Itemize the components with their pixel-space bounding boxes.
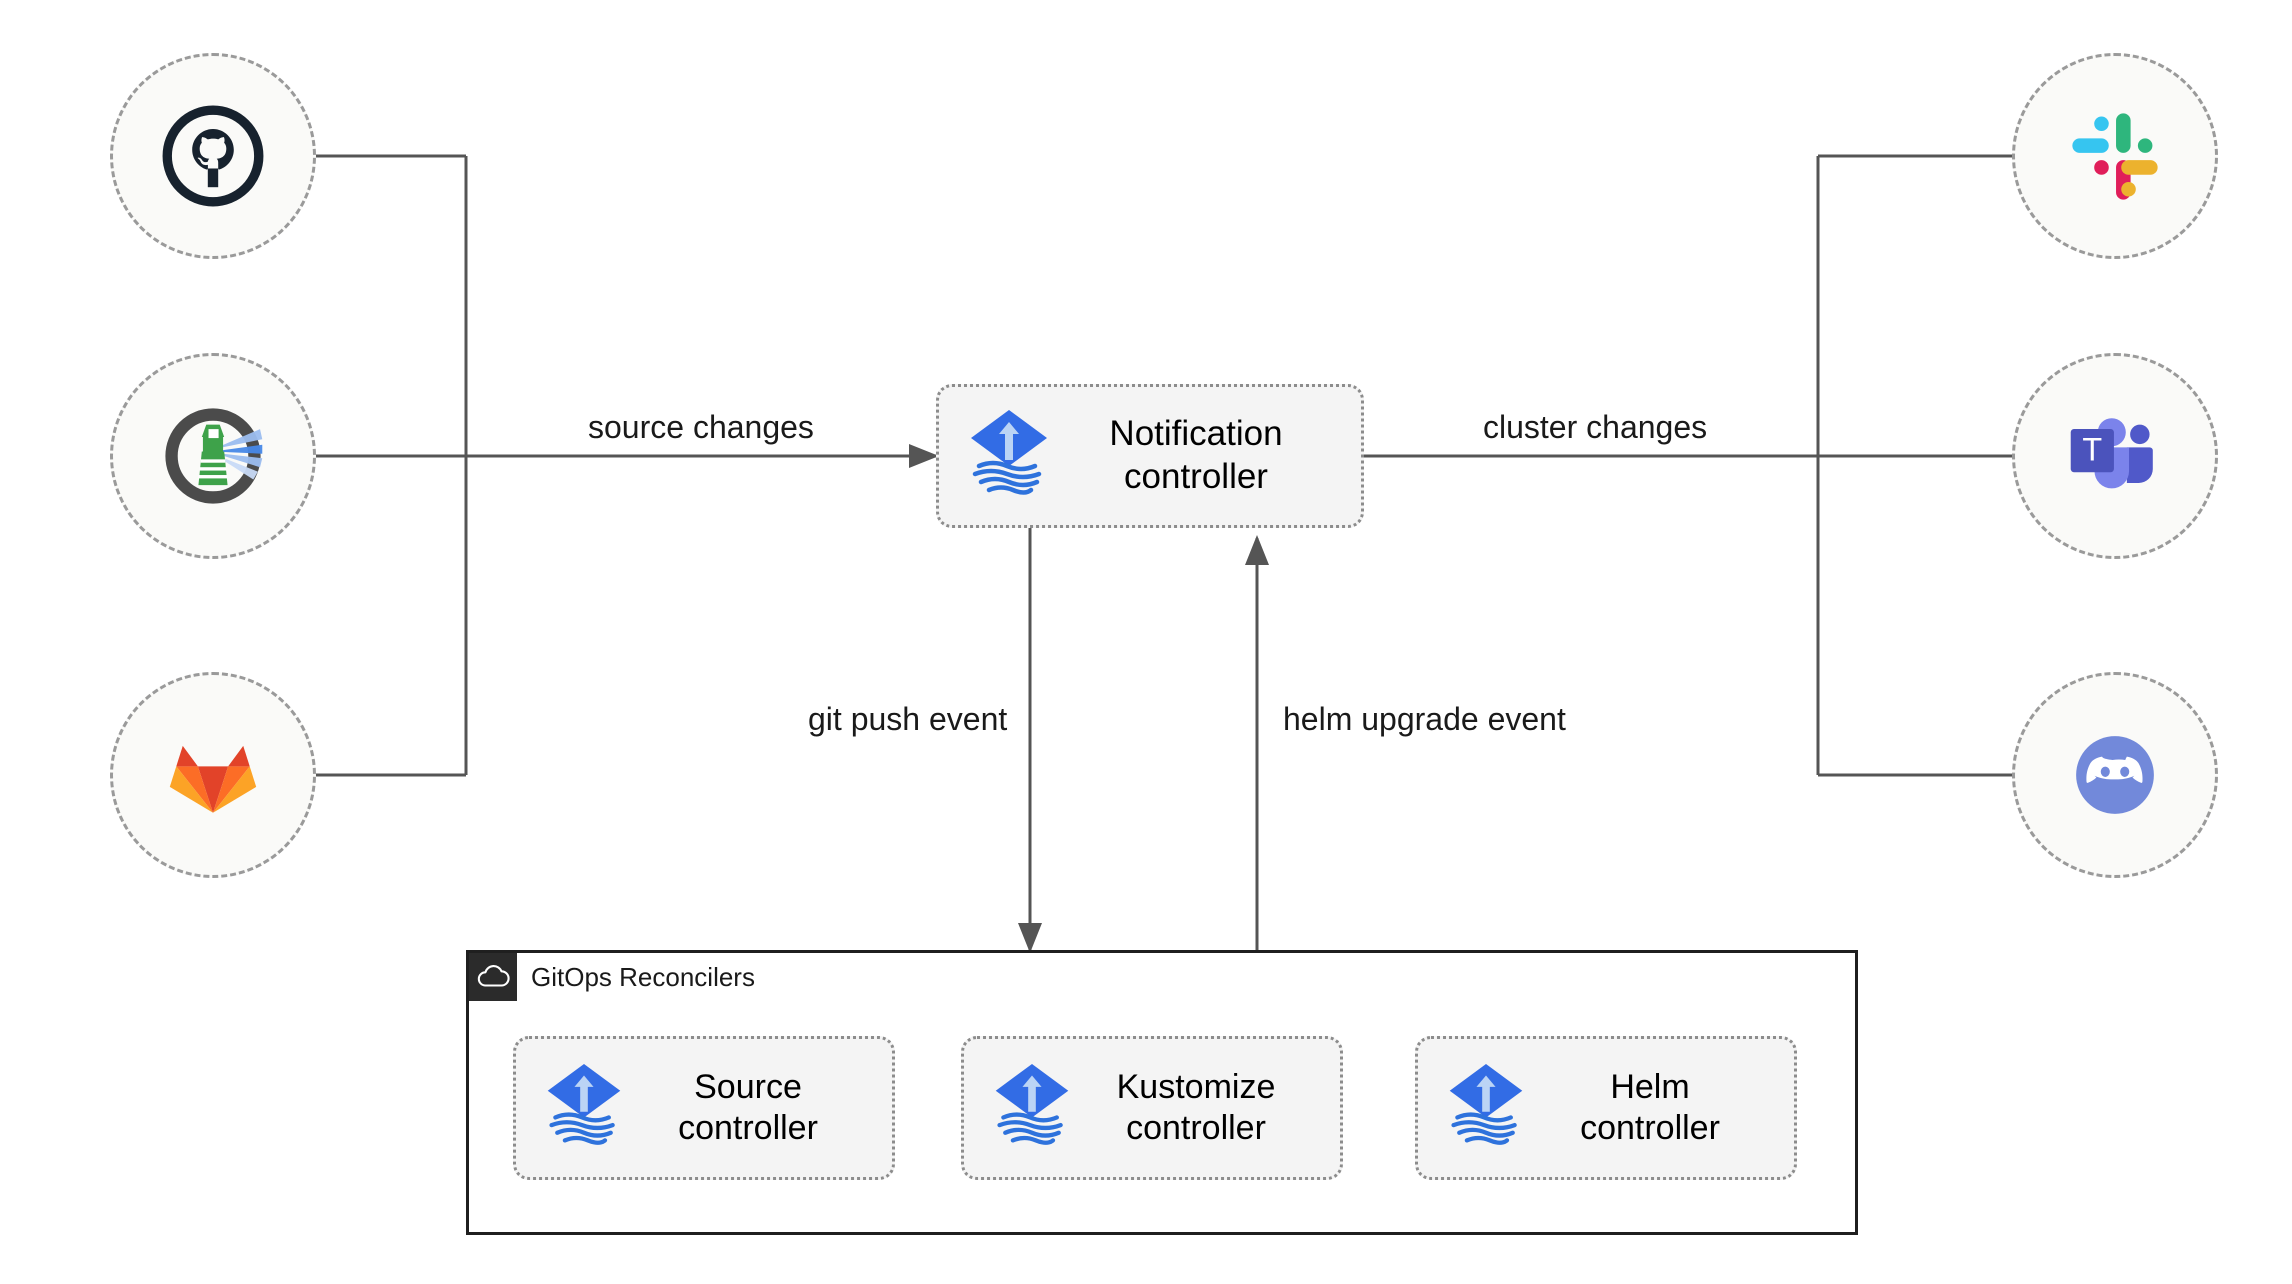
github-icon: [162, 105, 264, 207]
helm-controller-label: Helm controller: [1580, 1067, 1720, 1147]
svg-text:T: T: [2082, 431, 2102, 467]
flux-controller-icon: [965, 404, 1053, 509]
flux-lighthouse-icon: [165, 408, 263, 504]
cloud-icon: [469, 953, 517, 1001]
gitlab-icon: [169, 745, 257, 813]
microsoft-teams-icon: T: [2070, 418, 2153, 489]
slack-icon: [2072, 113, 2158, 200]
group-header: GitOps Reconcilers: [469, 953, 755, 1001]
gitops-reconcilers-group[interactable]: GitOps Reconcilers Source controller: [466, 950, 1858, 1235]
target-node-slack[interactable]: [2012, 53, 2218, 259]
edge-label-source-changes: source changes: [580, 408, 822, 448]
group-title: GitOps Reconcilers: [531, 961, 755, 992]
source-node-flux[interactable]: [110, 353, 316, 559]
source-node-gitlab[interactable]: [110, 672, 316, 878]
flux-controller-icon: [990, 1058, 1074, 1159]
source-node-github[interactable]: [110, 53, 316, 259]
kustomize-controller-label: Kustomize controller: [1116, 1067, 1276, 1147]
helm-controller-node[interactable]: Helm controller: [1415, 1036, 1797, 1180]
kustomize-controller-node[interactable]: Kustomize controller: [961, 1036, 1343, 1180]
flux-controller-icon: [1444, 1058, 1528, 1159]
notification-controller-label: Notification controller: [1109, 414, 1283, 496]
flux-controller-icon: [542, 1058, 626, 1159]
edge-label-helm-upgrade-event: helm upgrade event: [1275, 700, 1574, 740]
notification-controller-node[interactable]: Notification controller: [936, 384, 1364, 528]
source-controller-label: Source controller: [678, 1067, 818, 1147]
edge-label-git-push-event: git push event: [800, 700, 1016, 740]
target-node-discord[interactable]: [2012, 672, 2218, 878]
source-controller-node[interactable]: Source controller: [513, 1036, 895, 1180]
discord-icon: [2076, 736, 2154, 814]
target-node-teams[interactable]: T: [2012, 353, 2218, 559]
edge-label-cluster-changes: cluster changes: [1475, 408, 1716, 448]
